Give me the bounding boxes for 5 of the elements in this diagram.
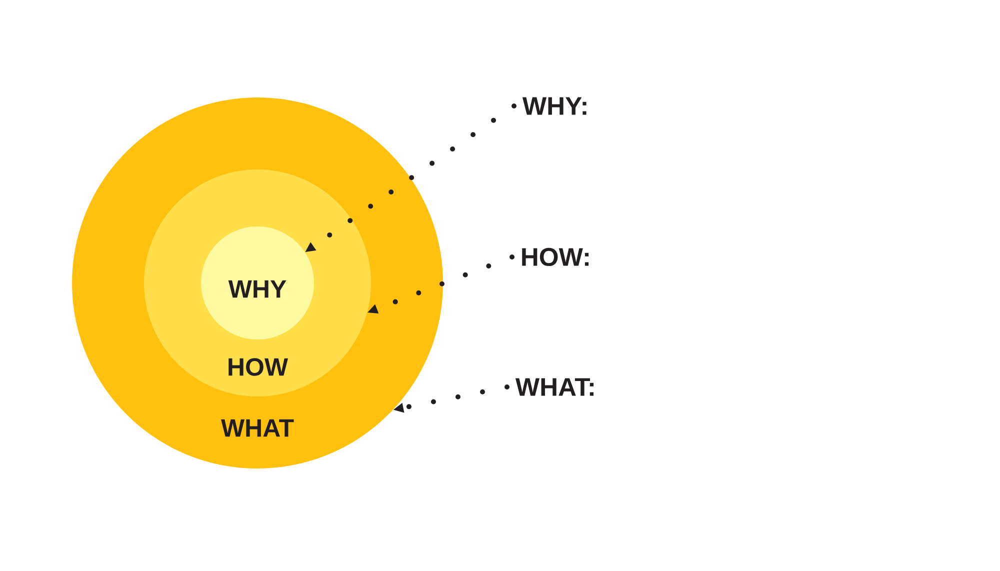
dotted-arrow [305, 104, 516, 252]
dotted-arrow [393, 384, 510, 413]
label-text: WHY: [522, 97, 586, 115]
label-text: WHAT: [515, 378, 594, 396]
label-text: HOW: [522, 248, 589, 266]
